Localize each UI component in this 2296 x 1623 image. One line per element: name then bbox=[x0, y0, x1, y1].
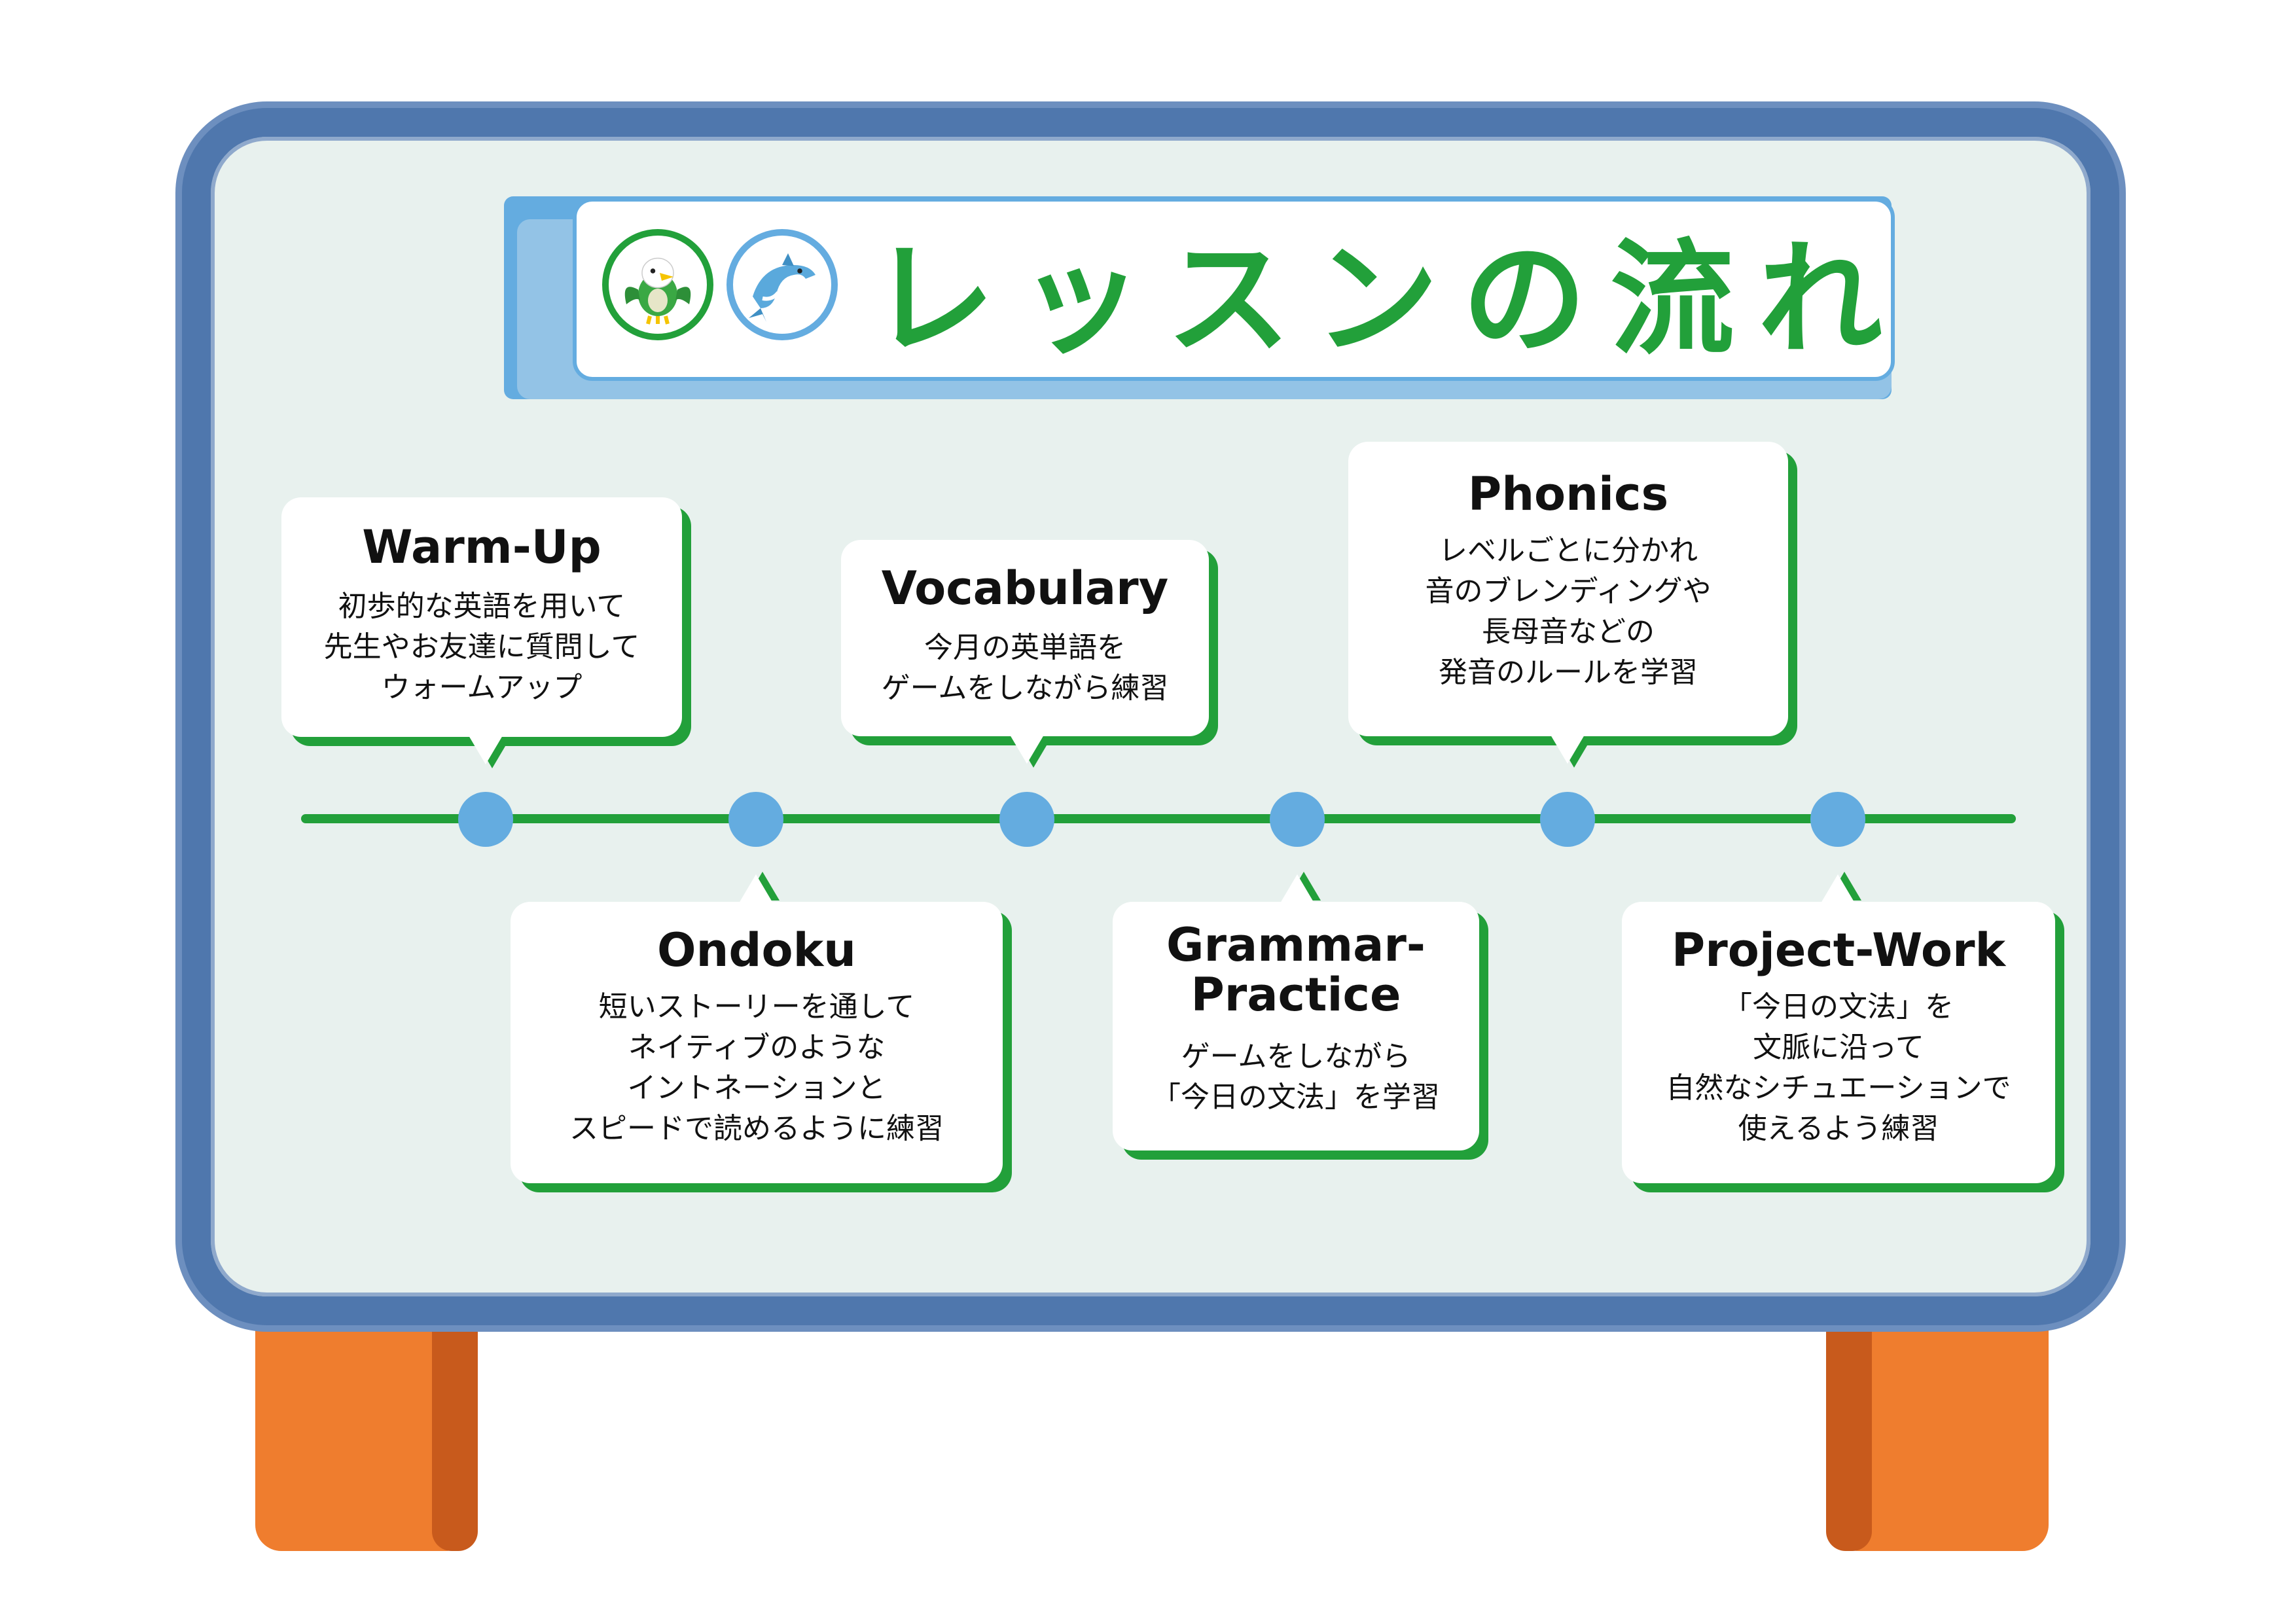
step-card-grammar-practice: Grammar- Practice ゲームをしながら 「今日の文法」を学習 bbox=[1113, 902, 1479, 1150]
callout-pointer bbox=[1551, 735, 1585, 764]
step-description: 短いストーリーを通して ネイティブのような イントネーションと スピードで読める… bbox=[569, 990, 944, 1145]
step-description: 初歩的な英語を用いて 先生やお友達に質問して ウォームアップ bbox=[323, 590, 640, 704]
timeline-dot bbox=[458, 792, 513, 847]
step-title: Grammar- Practice bbox=[1166, 918, 1426, 1022]
callout-pointer bbox=[469, 736, 503, 764]
step-description: レベルごとに分かれ 音のブレンディングや 長母音などの 発音のルールを学習 bbox=[1425, 534, 1712, 689]
timeline-dot bbox=[728, 792, 783, 847]
step-card-ondoku: Ondoku 短いストーリーを通して ネイティブのような イントネーションと ス… bbox=[511, 902, 1003, 1183]
callout-pointer bbox=[739, 874, 773, 903]
step-card-phonics: Phonics レベルごとに分かれ 音のブレンディングや 長母音などの 発音のル… bbox=[1348, 442, 1788, 736]
step-card-warm-up: Warm-Up 初歩的な英語を用いて 先生やお友達に質問して ウォームアップ bbox=[281, 497, 682, 737]
step-title: Ondoku bbox=[657, 923, 856, 977]
step-card-project-work: Project-Work 「今日の文法」を 文脈に沿って 自然なシチュエーション… bbox=[1622, 902, 2055, 1183]
dolphin-mascot-icon bbox=[726, 229, 838, 340]
board-leg-right bbox=[1826, 1302, 2049, 1551]
step-description: 「今日の文法」を 文脈に沿って 自然なシチュエーションで 使えるよう練習 bbox=[1666, 990, 2011, 1145]
callout-pointer bbox=[1280, 874, 1314, 903]
timeline-dot bbox=[1810, 792, 1865, 847]
timeline-dot bbox=[1540, 792, 1595, 847]
eagle-mascot-icon bbox=[602, 229, 713, 340]
step-description: 今月の英単語を ゲームをしながら練習 bbox=[881, 631, 1169, 705]
timeline-line bbox=[301, 814, 2016, 823]
timeline-dot bbox=[999, 792, 1054, 847]
callout-pointer bbox=[1010, 735, 1044, 764]
page-title: レッスンの流れ bbox=[870, 226, 1907, 372]
step-title: Phonics bbox=[1467, 467, 1669, 521]
callout-pointer bbox=[1821, 874, 1855, 903]
board-leg-left bbox=[255, 1302, 478, 1551]
timeline-dot bbox=[1270, 792, 1325, 847]
step-title: Project-Work bbox=[1671, 923, 2006, 977]
step-title: Warm-Up bbox=[362, 520, 601, 574]
step-card-vocabulary: Vocabulary 今月の英単語を ゲームをしながら練習 bbox=[841, 540, 1209, 736]
step-description: ゲームをしながら 「今日の文法」を学習 bbox=[1152, 1040, 1440, 1114]
step-title: Vocabulary bbox=[881, 562, 1169, 615]
